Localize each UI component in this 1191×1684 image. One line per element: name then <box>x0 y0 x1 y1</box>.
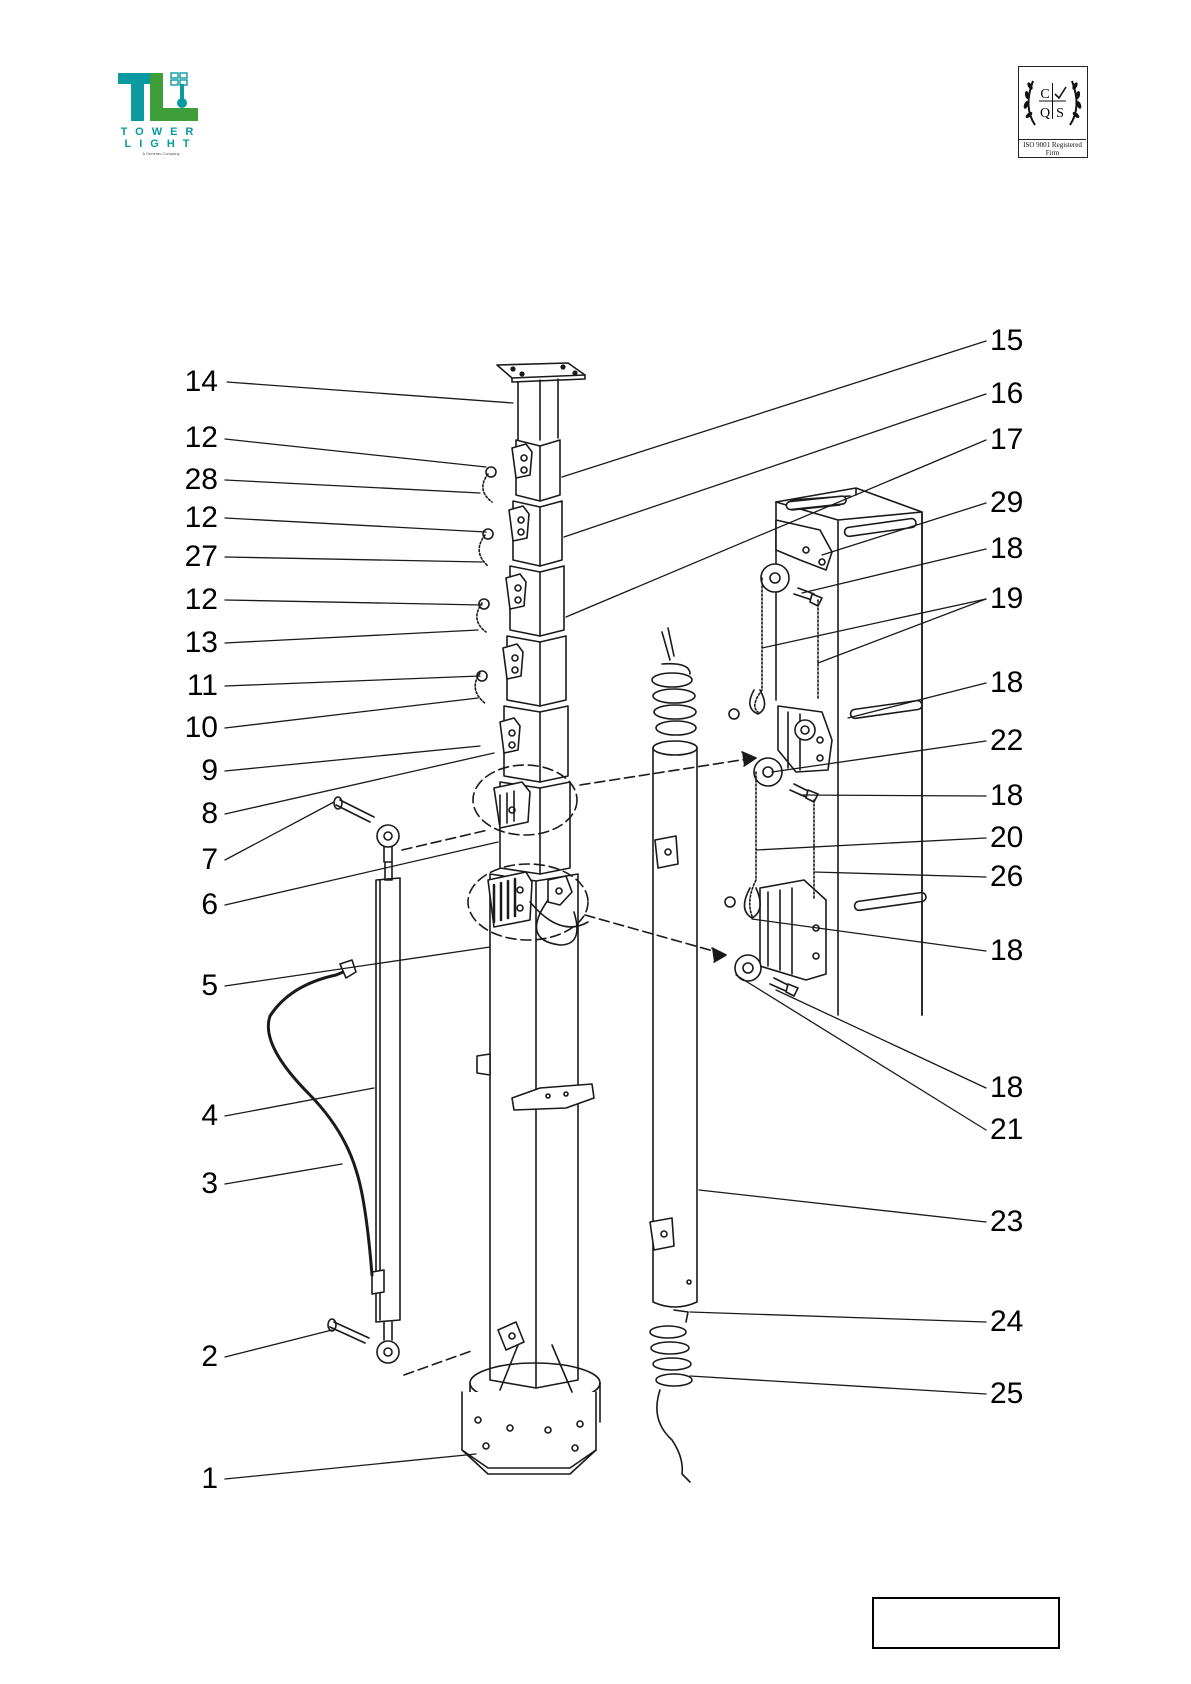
coiled-cable-bottom <box>650 1310 692 1482</box>
cable-tube <box>650 741 697 1307</box>
callout-10: 10 <box>185 711 218 744</box>
callout-8: 8 <box>201 797 218 830</box>
callout-16: 16 <box>990 377 1023 410</box>
callout-15: 15 <box>990 324 1023 357</box>
callout-29: 29 <box>990 486 1023 519</box>
callout-12c: 12 <box>185 583 218 616</box>
callout-18c: 18 <box>990 779 1023 812</box>
hydraulic-cylinder <box>372 825 400 1363</box>
callout-18b: 18 <box>990 666 1023 699</box>
coiled-cable-top <box>652 628 696 735</box>
lower-pulley-block <box>735 880 826 996</box>
callout-12b: 12 <box>185 501 218 534</box>
callout-7: 7 <box>201 843 218 876</box>
callout-28: 28 <box>185 463 218 496</box>
callout-19: 19 <box>990 582 1023 615</box>
callout-3: 3 <box>201 1167 218 1200</box>
rope-eyes <box>477 467 496 681</box>
callout-6: 6 <box>201 888 218 921</box>
callout-18d: 18 <box>990 934 1023 967</box>
callout-4: 4 <box>201 1099 218 1132</box>
middle-pulley-block <box>754 706 832 802</box>
callout-23: 23 <box>990 1205 1023 1238</box>
callout-18a: 18 <box>990 532 1023 565</box>
callout-9: 9 <box>201 754 218 787</box>
callout-5: 5 <box>201 969 218 1002</box>
callout-2: 2 <box>201 1340 218 1373</box>
wire-ropes <box>475 474 492 704</box>
arrow-head-icon <box>742 752 756 766</box>
callout-14: 14 <box>185 365 218 398</box>
hydraulic-hose <box>268 970 372 1275</box>
callout-17: 17 <box>990 423 1023 456</box>
callout-26: 26 <box>990 860 1023 893</box>
callout-24: 24 <box>990 1305 1023 1338</box>
mast-top-plate <box>497 363 585 382</box>
callout-11: 11 <box>187 669 218 702</box>
page-reference-box <box>872 1597 1060 1649</box>
callout-25: 25 <box>990 1377 1023 1410</box>
callout-12a: 12 <box>185 421 218 454</box>
callout-27: 27 <box>185 540 218 573</box>
arrow-head-icon <box>712 948 726 962</box>
callout-20: 20 <box>990 821 1023 854</box>
upper-pulley-block <box>761 520 832 606</box>
leader-lines-left <box>225 382 513 1479</box>
callout-21: 21 <box>990 1113 1023 1146</box>
clevis-pins <box>328 797 374 1343</box>
callout-22: 22 <box>990 724 1023 757</box>
callout-18e: 18 <box>990 1071 1023 1104</box>
callout-13: 13 <box>185 626 218 659</box>
rope-shackles <box>725 690 765 918</box>
callout-1: 1 <box>201 1462 218 1495</box>
